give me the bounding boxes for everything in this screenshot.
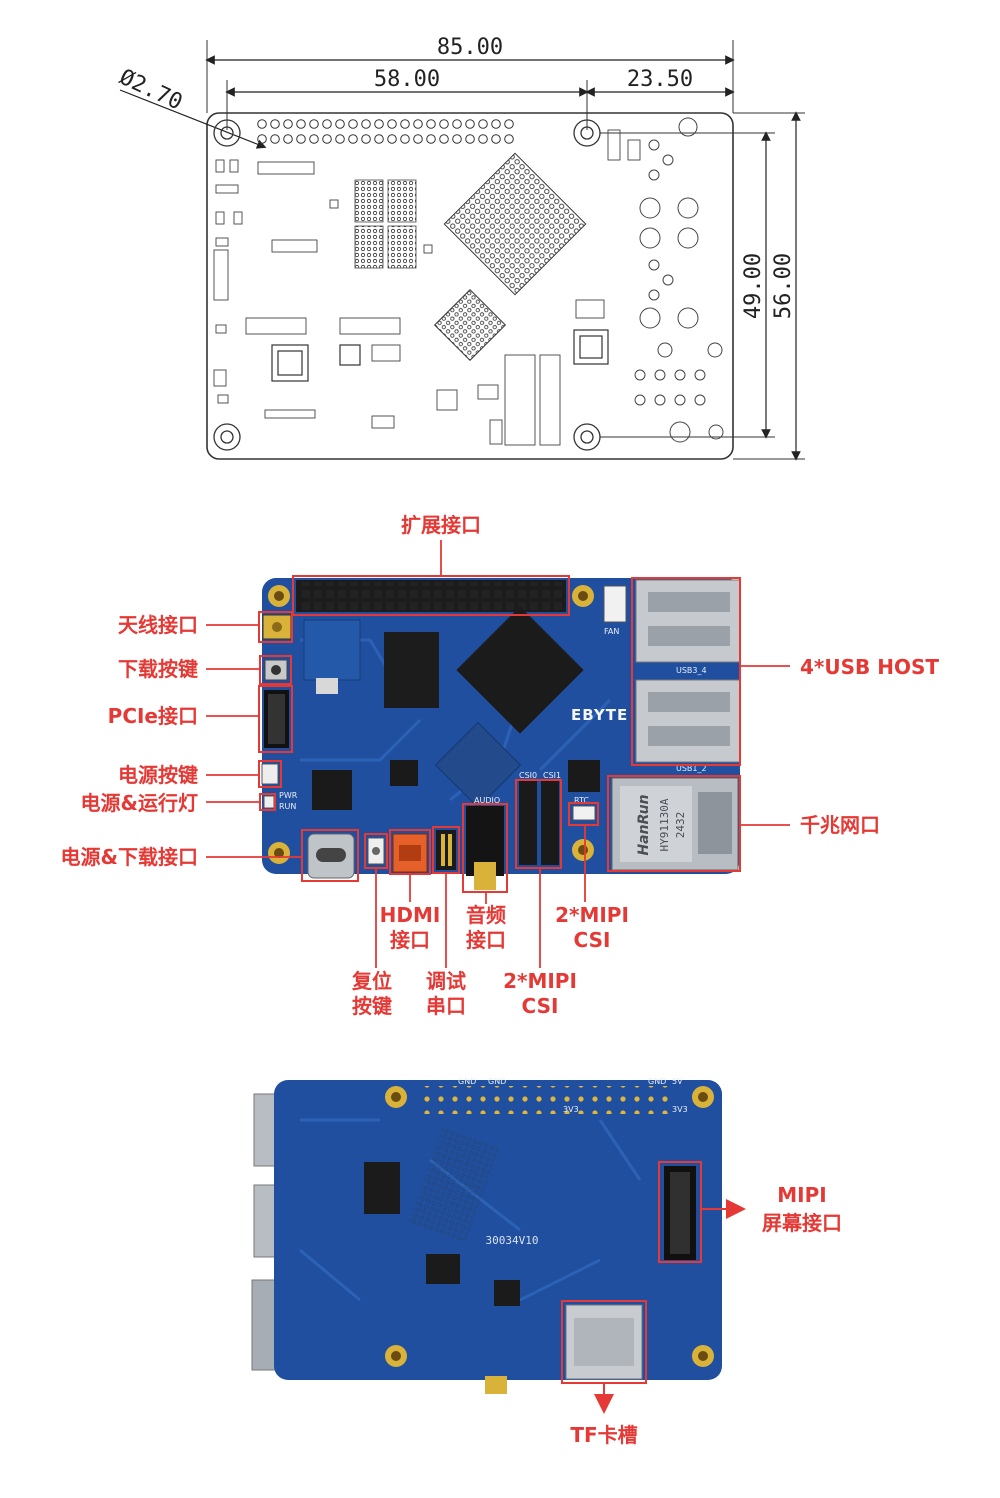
- dimension-drawing: 85.00 58.00 23.50 49.00 56.00 Ø2.70: [115, 35, 805, 461]
- eth-code: 2432: [674, 812, 687, 839]
- wifi-module: [303, 619, 361, 681]
- dim-hole-spacing-x: 58.00: [374, 67, 440, 92]
- label-mipi-line2: 屏幕接口: [762, 1211, 842, 1235]
- label-csi-a-line1: 2*MIPI: [555, 903, 629, 927]
- memory-chip: [384, 632, 439, 708]
- label-power-download-port: 电源&下载接口: [61, 845, 198, 869]
- soc-chip: [456, 606, 584, 734]
- label-mipi-line1: MIPI: [777, 1183, 826, 1207]
- soc-footprint: [443, 152, 587, 296]
- passive-footprints: [213, 129, 641, 446]
- back-labels: MIPI 屏幕接口 TF卡槽: [570, 1183, 842, 1447]
- label-debug-line1: 调试: [426, 969, 466, 993]
- label-hdmi-line2: 接口: [390, 928, 430, 952]
- dim-hole-diameter: Ø2.70: [115, 65, 186, 116]
- label-power-button: 电源按键: [118, 763, 198, 787]
- silk-run: RUN: [279, 802, 296, 811]
- label-csi-b-line1: 2*MIPI: [503, 969, 577, 993]
- pmic-footprint: [433, 288, 507, 362]
- silk-fan: FAN: [604, 627, 619, 636]
- silk-3v3-b: 3V3: [672, 1105, 688, 1114]
- dim-hole-edge-x: 23.50: [627, 67, 693, 92]
- front-board: PWR RUN AUDIO CSI0 CSI1 RTC FAN EBYTE: [261, 578, 741, 890]
- dim-hole-spacing-y: 49.00: [741, 253, 766, 319]
- label-audio-line1: 音频: [466, 903, 506, 927]
- label-csi-a-line2: CSI: [574, 928, 611, 952]
- silk-gnd-a: GND: [458, 1077, 476, 1086]
- label-usb-host: 4*USB HOST: [800, 655, 939, 679]
- board-outline: [206, 112, 734, 460]
- label-expansion: 扩展接口: [401, 513, 481, 537]
- label-download-button: 下载按键: [118, 657, 198, 681]
- silk-rtc: RTC: [574, 796, 589, 805]
- silk-5v: 5V: [672, 1077, 683, 1086]
- silk-csi0: CSI0: [519, 771, 537, 780]
- label-ethernet: 千兆网口: [800, 813, 880, 837]
- back-mount-holes: [385, 1086, 714, 1367]
- eth-model: HY91130A: [658, 798, 671, 851]
- dim-width-total: 85.00: [437, 35, 503, 60]
- silk-version: 30034V10: [486, 1234, 539, 1247]
- front-mount-holes: [268, 585, 594, 864]
- label-csi-b-line2: CSI: [522, 994, 559, 1018]
- front-labels: 扩展接口 天线接口 下载按键 PCIe接口 电源按键 电源&运行灯 电源&下载接…: [61, 513, 940, 1018]
- silk-audio: AUDIO: [474, 796, 500, 805]
- ethernet-port: HanRun HY91130A 2432: [611, 777, 739, 871]
- eth-brand: HanRun: [636, 794, 652, 855]
- back-header-pads: [418, 1086, 674, 1114]
- label-reset-line1: 复位: [351, 969, 392, 993]
- qfn-footprints: [271, 329, 609, 382]
- silk-csi1: CSI1: [543, 771, 561, 780]
- front-leader-lines: [206, 540, 790, 968]
- port-footprints: [634, 117, 724, 443]
- label-reset-line2: 按键: [352, 994, 392, 1018]
- label-audio-line2: 接口: [466, 928, 506, 952]
- usb-ports: USB3_4 USB1_2: [635, 579, 741, 773]
- dim-height-total: 56.00: [771, 253, 796, 319]
- silk-3v3-a: 3V3: [563, 1105, 579, 1114]
- memory-footprints: [354, 179, 417, 269]
- brand-logo-text: EBYTE: [571, 706, 628, 724]
- silk-usb12: USB1_2: [676, 764, 707, 773]
- label-antenna: 天线接口: [118, 613, 198, 637]
- silk-pwr: PWR: [279, 791, 298, 800]
- silk-gnd-b: GND: [488, 1077, 506, 1086]
- label-debug-line2: 串口: [426, 994, 466, 1018]
- label-tf-slot: TF卡槽: [570, 1423, 637, 1447]
- silk-gnd-c: GND: [648, 1077, 666, 1086]
- label-power-led: 电源&运行灯: [81, 791, 198, 815]
- header-outline: [257, 119, 514, 144]
- mounting-holes: [213, 119, 601, 451]
- label-hdmi-line1: HDMI: [380, 903, 441, 927]
- back-pcb: [274, 1080, 722, 1380]
- label-pcie: PCIe接口: [108, 704, 198, 728]
- silk-usb34: USB3_4: [676, 666, 707, 675]
- back-board: GND GND GND 5V 3V3 3V3 30034V10: [251, 1077, 722, 1394]
